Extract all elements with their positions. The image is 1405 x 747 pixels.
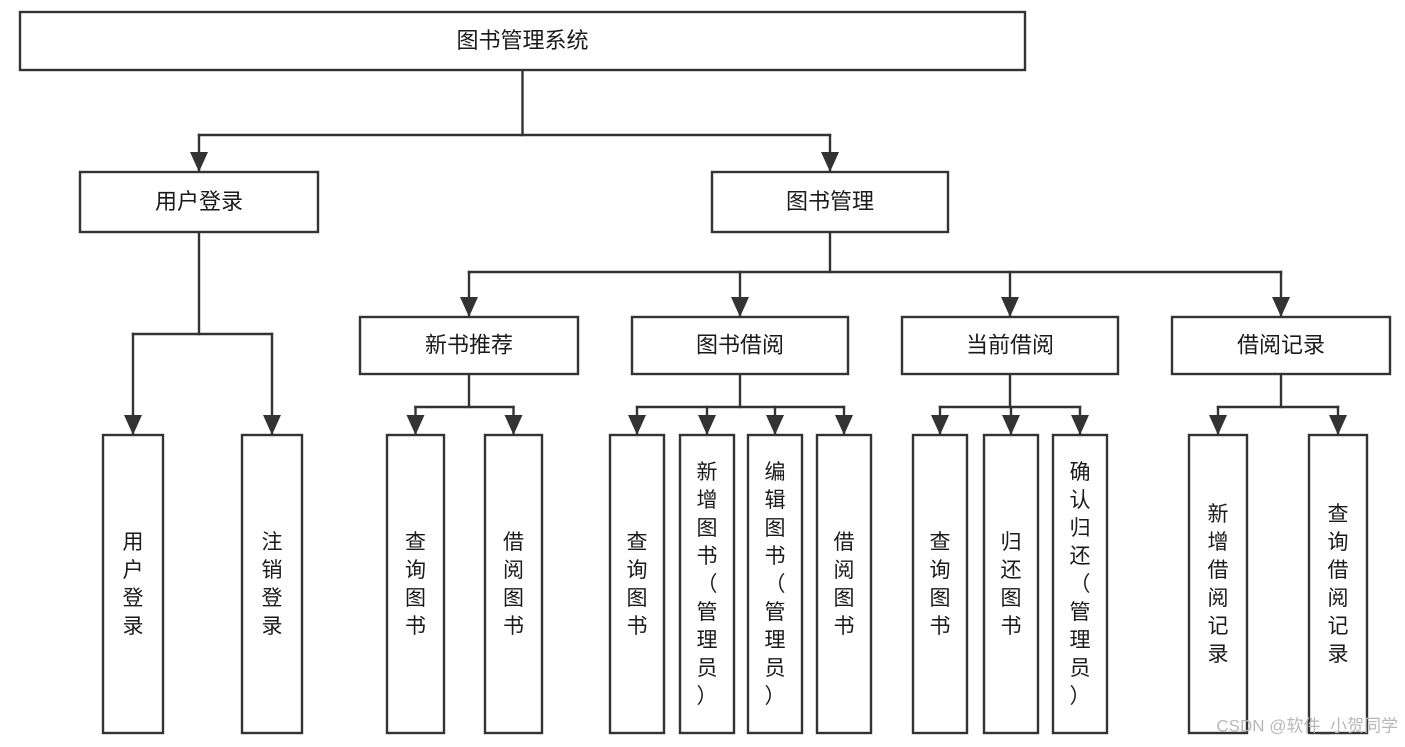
node-leaf-query-book-cur[interactable]: 查询图书: [911, 433, 969, 735]
node-leaf-add-record[interactable]: 新增借阅记录: [1187, 433, 1249, 735]
node-label: 借阅图书: [834, 531, 855, 638]
node-box[interactable]: [78, 170, 320, 234]
node-box[interactable]: [483, 433, 544, 735]
node-box[interactable]: [240, 433, 304, 735]
node-borrow-record[interactable]: 借阅记录: [1170, 315, 1392, 376]
node-label: 借阅记录: [1237, 332, 1325, 357]
node-box[interactable]: [385, 433, 446, 735]
node-box[interactable]: [900, 315, 1120, 376]
node-label: 查询图书: [930, 531, 951, 638]
arrow-head-icon: [1329, 415, 1347, 435]
arrow-head-icon: [931, 415, 949, 435]
node-user-login[interactable]: 用户登录: [78, 170, 320, 234]
node-label: 新增借阅记录: [1208, 503, 1229, 666]
node-leaf-query-book-rec[interactable]: 查询图书: [385, 433, 446, 735]
node-label: 查询图书: [405, 531, 426, 638]
node-label: 新增图书（管理员）: [697, 461, 718, 708]
node-box[interactable]: [1051, 433, 1109, 735]
node-label: 图书管理系统: [456, 28, 588, 53]
arrow-head-icon: [460, 297, 478, 317]
arrow-head-icon: [698, 415, 716, 435]
node-new-book-rec[interactable]: 新书推荐: [358, 315, 580, 376]
arrow-head-icon: [1272, 297, 1290, 317]
node-label: 用户登录: [123, 531, 144, 638]
node-box[interactable]: [1170, 315, 1392, 376]
arrow-head-icon: [504, 415, 523, 435]
node-label: 编辑图书（管理员）: [765, 461, 786, 708]
node-label: 归还图书: [1001, 531, 1022, 638]
node-book-borrow[interactable]: 图书借阅: [630, 315, 850, 376]
node-leaf-confirm-return[interactable]: 确认归还（管理员）: [1051, 433, 1109, 735]
node-box[interactable]: [678, 433, 736, 735]
node-box[interactable]: [1307, 433, 1369, 735]
node-label: 查询借阅记录: [1328, 503, 1349, 666]
arrow-head-icon: [1209, 415, 1227, 435]
arrow-head-icon: [263, 415, 281, 435]
arrow-head-icon: [190, 152, 208, 172]
node-box[interactable]: [746, 433, 804, 735]
node-leaf-edit-book[interactable]: 编辑图书（管理员）: [746, 433, 804, 735]
node-box[interactable]: [630, 315, 850, 376]
arrow-head-icon: [835, 415, 853, 435]
arrow-head-icon: [1002, 415, 1020, 435]
node-box[interactable]: [982, 433, 1040, 735]
node-box[interactable]: [18, 10, 1027, 72]
arrow-head-icon: [766, 415, 784, 435]
node-box[interactable]: [1187, 433, 1249, 735]
arrow-head-icon: [406, 415, 425, 435]
node-box[interactable]: [911, 433, 969, 735]
csdn-watermark: CSDN @软件_小贺同学: [1216, 716, 1398, 735]
node-book-manage[interactable]: 图书管理: [710, 170, 950, 234]
arrow-head-icon: [731, 297, 749, 317]
node-leaf-query-book-borrow[interactable]: 查询图书: [608, 433, 666, 735]
arrow-head-icon: [1001, 297, 1019, 317]
node-box[interactable]: [101, 433, 165, 735]
node-label: 当前借阅: [966, 332, 1054, 357]
node-leaf-user-logout[interactable]: 注销登录: [240, 433, 304, 735]
node-leaf-add-book[interactable]: 新增图书（管理员）: [678, 433, 736, 735]
node-leaf-return-book[interactable]: 归还图书: [982, 433, 1040, 735]
node-leaf-borrow-book-rec[interactable]: 借阅图书: [483, 433, 544, 735]
node-label: 注销登录: [262, 531, 283, 638]
node-leaf-user-login[interactable]: 用户登录: [101, 433, 165, 735]
node-label: 新书推荐: [425, 332, 513, 357]
node-label: 图书借阅: [696, 332, 784, 357]
arrow-head-icon: [821, 152, 839, 172]
node-box[interactable]: [608, 433, 666, 735]
node-label: 查询图书: [627, 531, 648, 638]
node-box[interactable]: [815, 433, 873, 735]
node-label: 用户登录: [155, 189, 243, 214]
node-current-borrow[interactable]: 当前借阅: [900, 315, 1120, 376]
node-root[interactable]: 图书管理系统: [18, 10, 1027, 72]
node-label: 借阅图书: [503, 531, 524, 638]
node-label: 图书管理: [786, 189, 874, 214]
node-box[interactable]: [358, 315, 580, 376]
node-leaf-borrow-book[interactable]: 借阅图书: [815, 433, 873, 735]
arrow-head-icon: [1071, 415, 1089, 435]
node-label: 确认归还（管理员）: [1070, 461, 1091, 708]
node-layer: 图书管理系统用户登录图书管理新书推荐图书借阅当前借阅借阅记录用户登录注销登录查询…: [18, 10, 1392, 735]
arrow-head-icon: [628, 415, 646, 435]
node-leaf-query-record[interactable]: 查询借阅记录: [1307, 433, 1369, 735]
arrow-head-icon: [124, 415, 142, 435]
node-box[interactable]: [710, 170, 950, 234]
connector-layer: [124, 68, 1347, 436]
